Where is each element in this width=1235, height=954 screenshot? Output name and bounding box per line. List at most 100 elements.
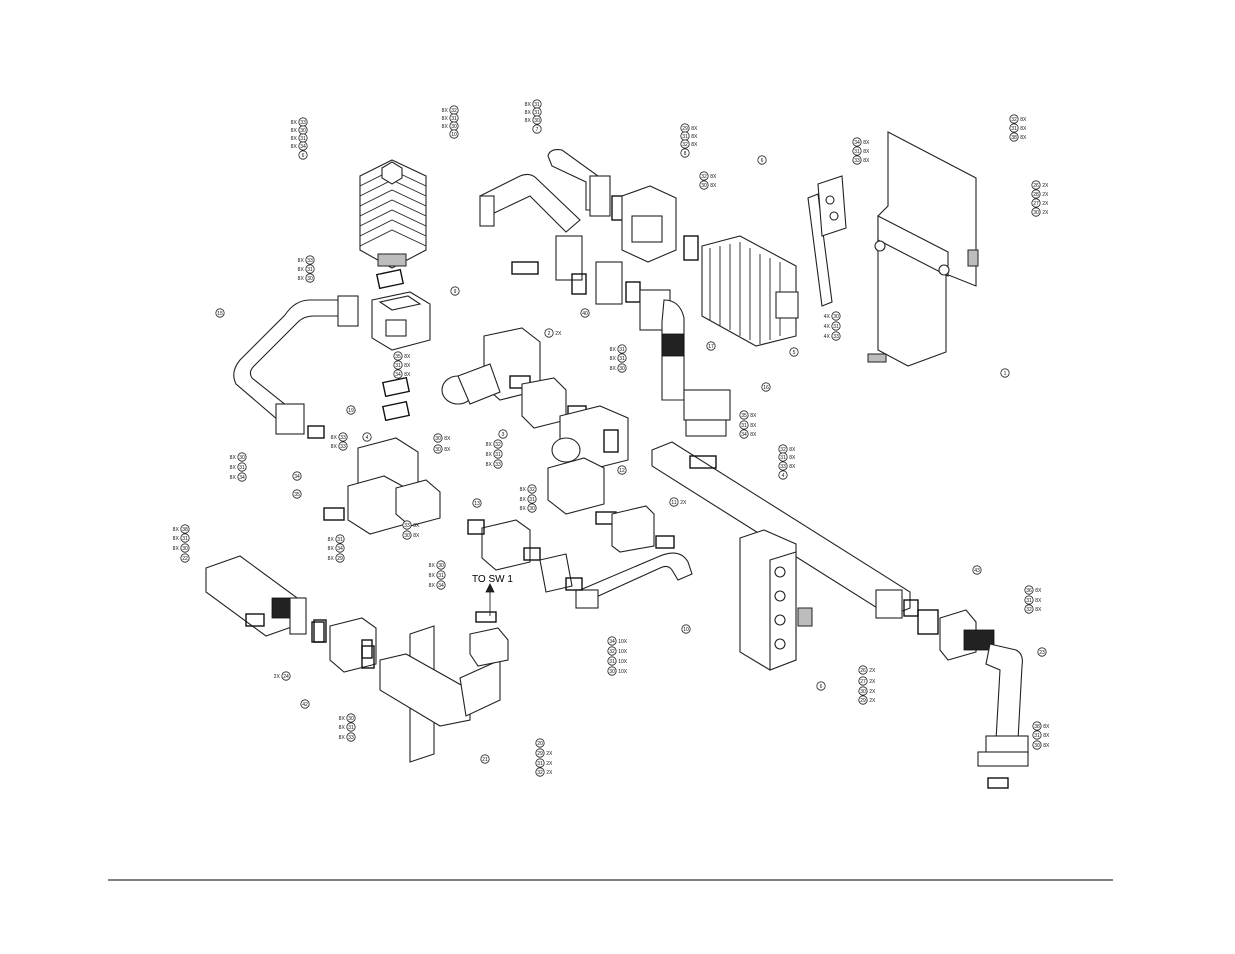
callout-number: 33 [833, 334, 839, 340]
callout-quantity: 8X [442, 124, 449, 130]
callout-number: 31 [1034, 733, 1040, 739]
callout-quantity: 8X [520, 506, 527, 512]
callout-circle [680, 148, 690, 158]
callout-number: 34 [854, 140, 860, 146]
callout-circle [298, 141, 308, 151]
callout-number: 30 [833, 314, 839, 320]
callout-circle [535, 767, 545, 777]
callout-number: 34 [300, 144, 306, 150]
callout-bubbles: 338X308X318X348X6328X318X308X10318X318X3… [173, 99, 1050, 777]
callout-circle [580, 308, 590, 318]
callout-quantity: 8X [1020, 117, 1027, 123]
callout-quantity: 8X [404, 372, 411, 378]
callout-number: 30 [307, 276, 313, 282]
callout-quantity: 8X [429, 563, 436, 569]
callout-number: 4 [366, 435, 369, 441]
callout-quantity: 2X [869, 668, 876, 674]
callout-number: 34 [337, 546, 343, 552]
callout-circle [292, 489, 302, 499]
callout-quantity: 8X [173, 536, 180, 542]
callout-quantity: 8X [750, 423, 757, 429]
callout-quantity: 8X [1035, 588, 1042, 594]
callout-number: 30 [404, 533, 410, 539]
callout-number: 6 [302, 153, 305, 159]
callout-number: 31 [451, 116, 457, 122]
callout-circle [831, 311, 841, 321]
callout-number: 31 [1011, 126, 1017, 132]
callout-number: 26 [860, 668, 866, 674]
callout-circle [402, 520, 412, 530]
callout-quantity: 8X [486, 462, 493, 468]
callout-number: 30 [451, 124, 457, 130]
callout-quantity: 8X [863, 158, 870, 164]
callout-quantity: 2X [555, 331, 562, 337]
callout-circle [816, 681, 826, 691]
waveguide-u-bend-bottom [539, 552, 693, 609]
callout-quantity: 8X [298, 258, 305, 264]
waveguide-u-bend-left [233, 295, 359, 435]
callout-number: 33 [340, 444, 346, 450]
callout-circle [669, 497, 679, 507]
callout-number: 31 [682, 134, 688, 140]
callout-quantity: 8X [291, 120, 298, 126]
callout-quantity: 8X [789, 455, 796, 461]
callout-number: 30 [435, 436, 441, 442]
callout-number: 31 [537, 761, 543, 767]
callout-number: 32 [609, 649, 615, 655]
callout-bubble: 1 [1000, 368, 1010, 378]
callout-circle [433, 433, 443, 443]
callout-number: 32 [1026, 607, 1032, 613]
callout-circle [972, 565, 982, 575]
callout-number: 35 [294, 492, 300, 498]
callout-quantity: 10X [618, 649, 628, 655]
callout-number: 10 [683, 627, 689, 633]
callout-number: 31 [300, 136, 306, 142]
callout-number: 31 [609, 659, 615, 665]
callout-circle [858, 665, 868, 675]
callout-bubble: 5 [789, 347, 799, 357]
isolator-bottom [467, 519, 541, 571]
callout-circle [1000, 368, 1010, 378]
callout-number: 33 [307, 258, 313, 264]
callout-quantity: 8X [230, 475, 237, 481]
callout-quantity: 8X [173, 546, 180, 552]
callout-circle [831, 321, 841, 331]
callout-bubble: 43 [972, 565, 982, 575]
callout-circle [1037, 647, 1047, 657]
callout-quantity: 8X [339, 725, 346, 731]
callout-number: 34 [609, 639, 615, 645]
callout-circle [237, 462, 247, 472]
callout-quantity: 8X [691, 126, 698, 132]
callout-quantity: 2X [1042, 210, 1049, 216]
callout-circle [1024, 585, 1034, 595]
callout-number: 33 [348, 735, 354, 741]
flat-mounting-plate [807, 175, 847, 307]
callout-quantity: 8X [525, 118, 532, 124]
gasket-set-24 [311, 621, 373, 659]
circulator-block-top [621, 185, 699, 263]
callout-circle [1009, 123, 1019, 133]
callout-quantity: 8X [442, 108, 449, 114]
callout-quantity: 2X [546, 751, 553, 757]
callout-circle [237, 452, 247, 462]
